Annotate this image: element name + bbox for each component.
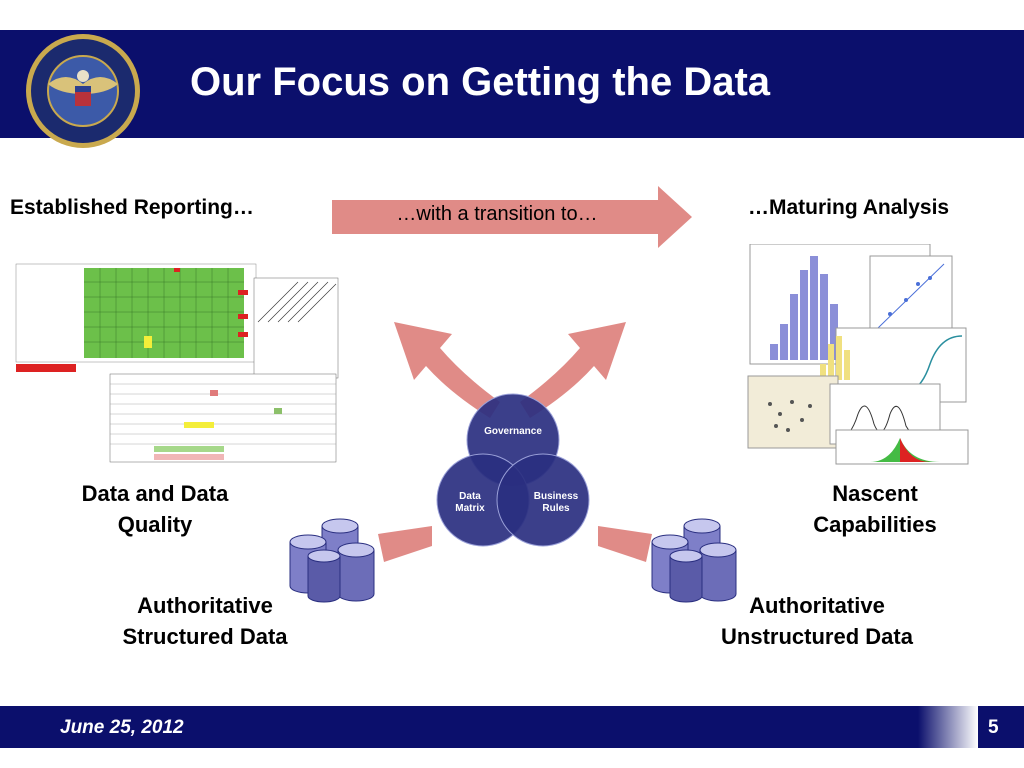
transition-text: …with a transition to… <box>396 203 598 225</box>
footer-bar <box>0 706 1024 748</box>
database-icon <box>651 518 737 603</box>
footer-date: June 25, 2012 <box>60 717 184 738</box>
established-reporting-heading: Established Reporting… <box>10 196 254 219</box>
maturing-analysis-heading: …Maturing Analysis <box>748 196 950 219</box>
structured-data-label: Authoritative Structured Data <box>122 593 288 649</box>
venn-data-matrix-label: Data Matrix <box>455 491 485 514</box>
page-number: 5 <box>988 717 999 738</box>
analysis-charts-image <box>747 244 969 465</box>
footer-page-box <box>978 706 1024 748</box>
venn-governance-label: Governance <box>484 426 542 437</box>
data-quality-caption: Data and Data Quality <box>81 481 229 537</box>
unstructured-data-label: Authoritative Unstructured Data <box>721 593 913 649</box>
transition-arrow-icon <box>332 186 692 248</box>
connector-arrows <box>378 526 652 562</box>
footer-gradient <box>918 706 978 748</box>
dod-seal-icon <box>26 34 140 148</box>
venn-diagram <box>436 393 590 547</box>
nascent-capabilities-caption: Nascent Capabilities <box>813 481 937 537</box>
curved-arrow-icon <box>394 322 626 418</box>
database-icon <box>289 518 375 603</box>
venn-business-rules-label: Business Rules <box>533 491 579 514</box>
header-bar <box>0 30 1024 138</box>
slide-title: Our Focus on Getting the Data <box>190 60 771 104</box>
reporting-spreadsheet-image <box>15 263 339 463</box>
